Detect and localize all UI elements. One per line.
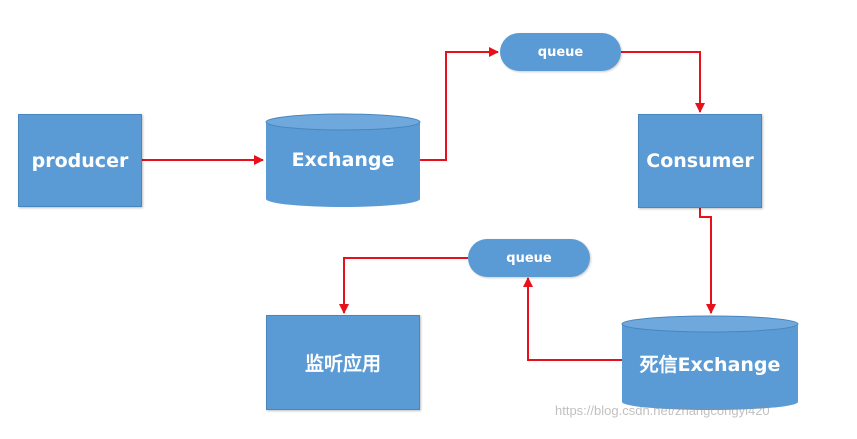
- exchange-node: Exchange: [266, 130, 420, 190]
- queue-bottom-node: queue: [468, 239, 590, 277]
- producer-label: producer: [31, 149, 129, 172]
- exchange-label: Exchange: [291, 149, 395, 171]
- queue-top-node: queue: [500, 33, 621, 71]
- dead-letter-exchange-node: 死信Exchange: [622, 332, 798, 394]
- arrow-queue-to-listener: [339, 257, 468, 314]
- dead-letter-exchange-cylinder: [621, 315, 799, 410]
- listener-app-label: 监听应用: [304, 353, 381, 375]
- queue-bottom-label: queue: [506, 250, 552, 266]
- arrow-queue-to-consumer: [621, 51, 705, 113]
- producer-node: producer: [18, 114, 142, 207]
- arrow-dead-letter-exchange-to-queue: [523, 277, 622, 361]
- exchange-cylinder: [265, 113, 421, 207]
- listener-app-node: 监听应用: [266, 315, 420, 410]
- queue-top-label: queue: [537, 44, 584, 60]
- dead-letter-exchange-label: 死信Exchange: [639, 353, 781, 376]
- arrow-consumer-to-dead-letter-exchange: [699, 208, 716, 314]
- arrow-exchange-to-queue: [420, 47, 499, 161]
- consumer-node: Consumer: [638, 114, 762, 208]
- consumer-label: Consumer: [646, 150, 754, 172]
- watermark: https://blog.csdn.net/zhangcongyi420: [555, 403, 770, 418]
